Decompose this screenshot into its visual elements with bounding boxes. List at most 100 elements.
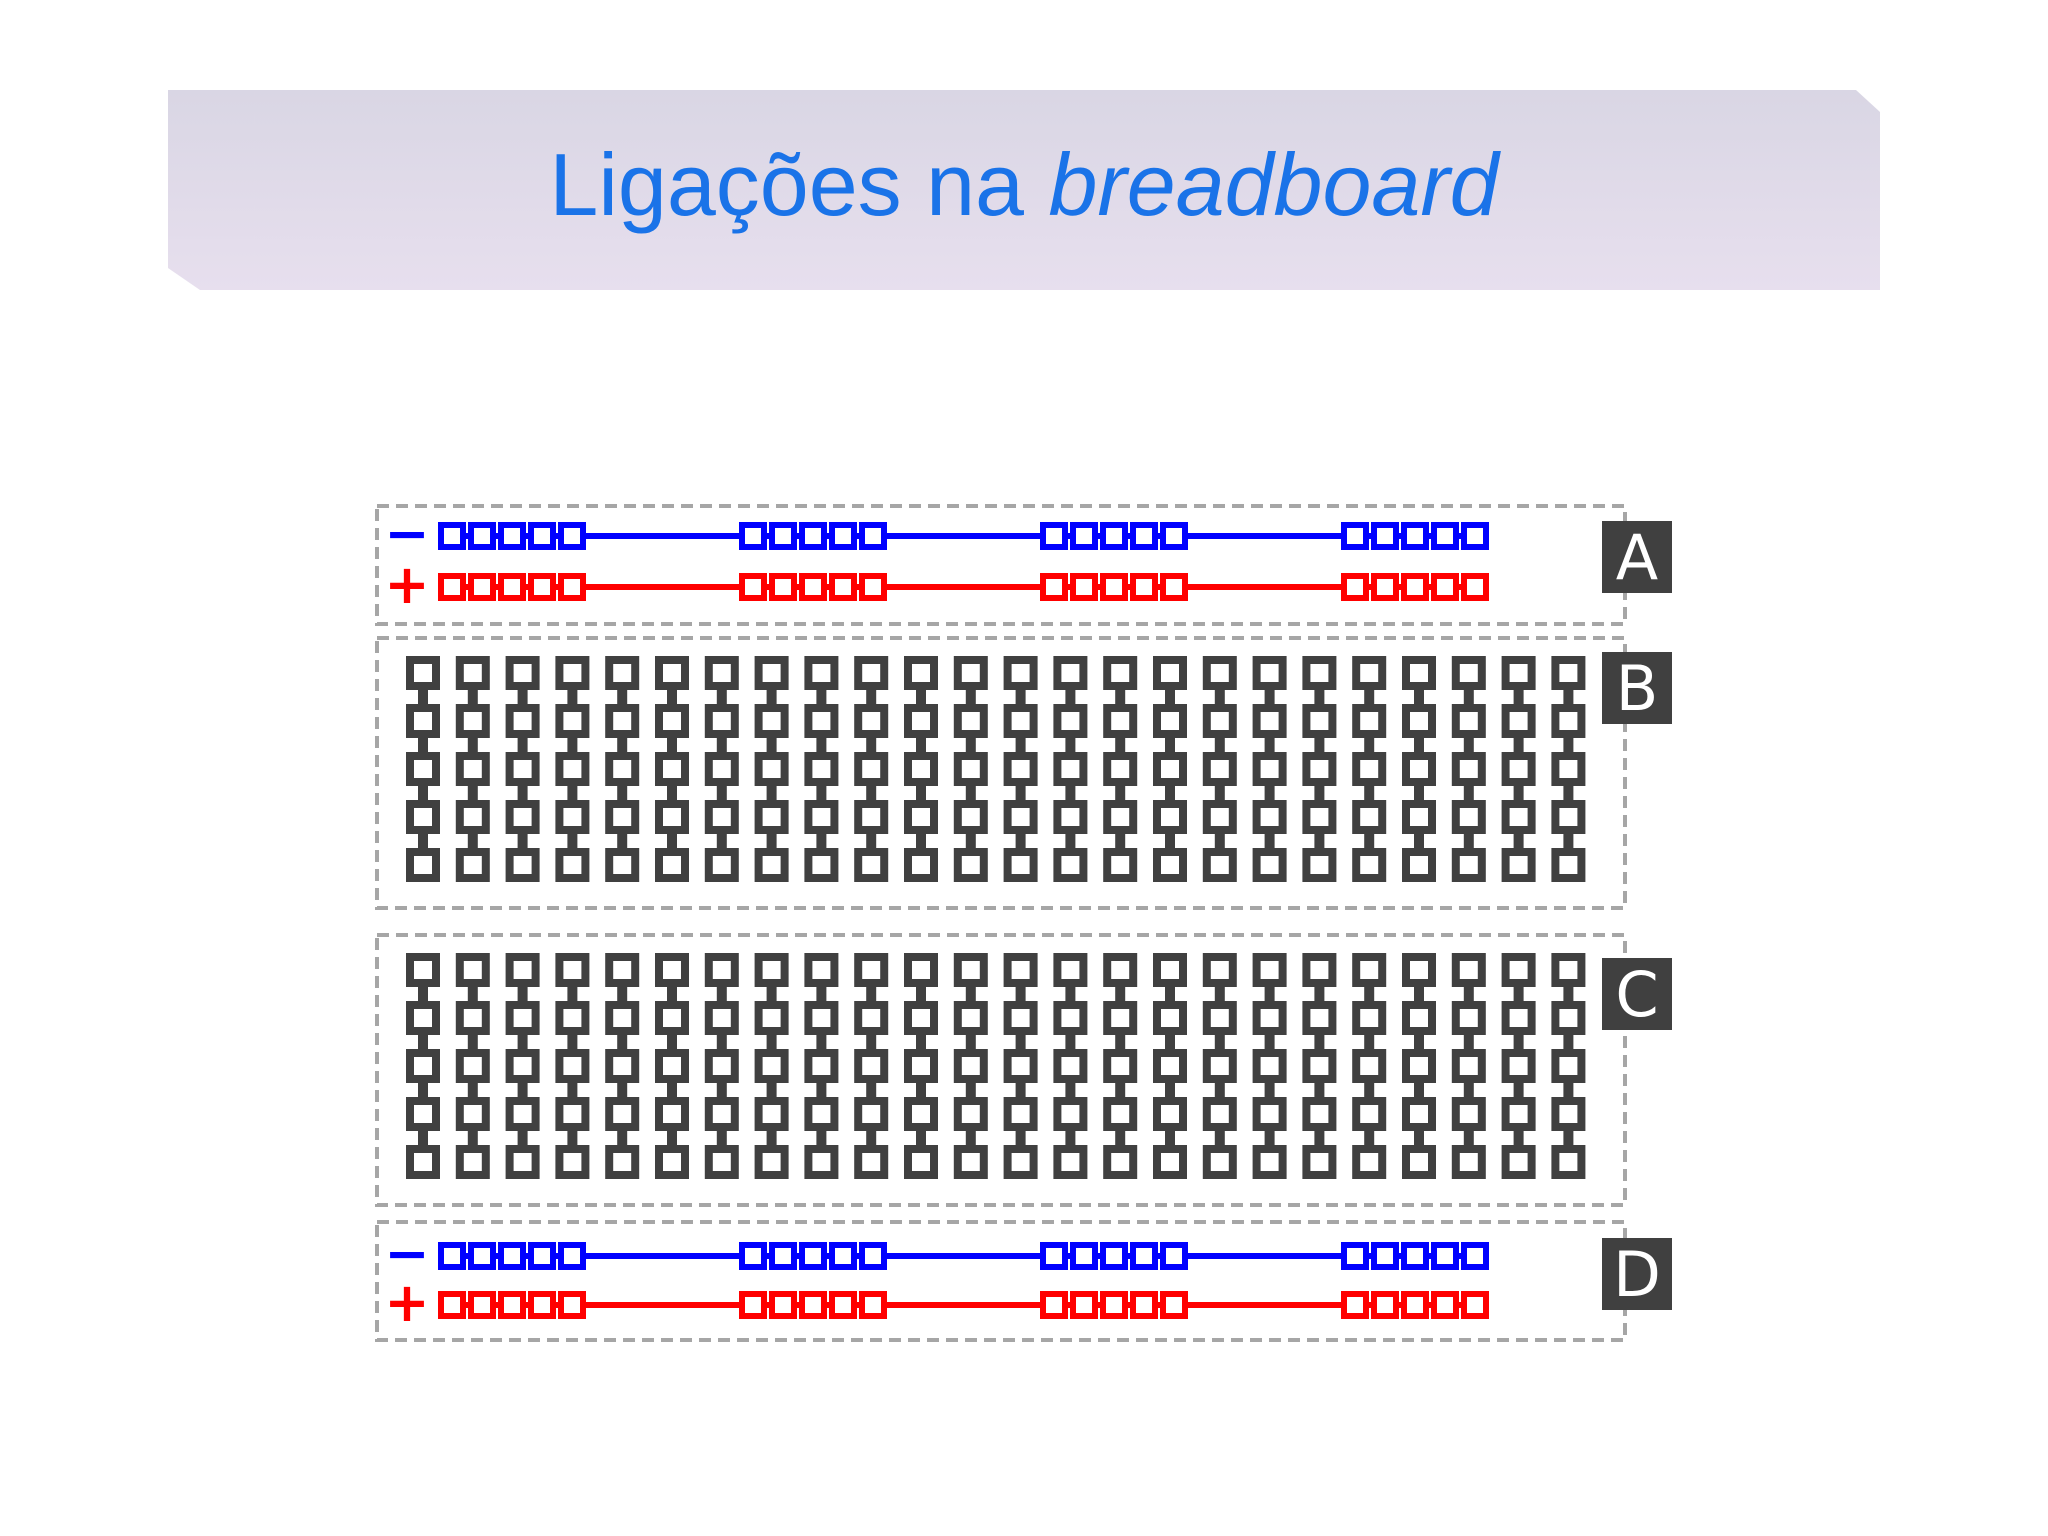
terminal-hole bbox=[754, 656, 789, 690]
rail-hole bbox=[769, 1242, 797, 1270]
slide-title: Ligações na breadboard bbox=[549, 141, 1498, 229]
terminal-hole bbox=[904, 752, 938, 786]
terminal-hole bbox=[505, 953, 540, 987]
rail-hole bbox=[1341, 1242, 1369, 1270]
terminal-hole bbox=[704, 656, 739, 690]
terminal-hole bbox=[804, 1001, 839, 1035]
terminal-hole bbox=[1252, 1049, 1287, 1083]
rail-hole bbox=[498, 1242, 526, 1270]
rail-hole bbox=[859, 1291, 887, 1319]
terminal-column bbox=[1053, 953, 1088, 1179]
terminal-hole bbox=[953, 752, 988, 786]
terminal-hole bbox=[1551, 1097, 1586, 1131]
section-label: A bbox=[1616, 521, 1658, 594]
title-banner: Ligações na breadboard bbox=[168, 90, 1880, 290]
rail-hole bbox=[1100, 522, 1128, 550]
rail-hole bbox=[1100, 1291, 1128, 1319]
terminal-hole bbox=[1451, 752, 1486, 786]
terminal-hole bbox=[406, 848, 440, 882]
terminal-hole bbox=[1352, 656, 1387, 690]
terminal-hole bbox=[1451, 1145, 1486, 1179]
terminal-hole bbox=[1352, 1145, 1387, 1179]
terminal-column bbox=[605, 656, 640, 882]
terminal-hole bbox=[555, 1097, 590, 1131]
terminal-hole bbox=[704, 1001, 739, 1035]
terminal-hole bbox=[555, 1049, 590, 1083]
terminal-hole bbox=[904, 800, 938, 834]
rail-hole bbox=[1040, 1291, 1068, 1319]
rail-hole bbox=[1100, 1242, 1128, 1270]
terminal-hole bbox=[1551, 752, 1586, 786]
terminal-hole bbox=[1302, 1001, 1337, 1035]
terminal-column bbox=[704, 953, 739, 1179]
terminal-hole bbox=[655, 656, 689, 690]
terminal-hole bbox=[854, 848, 889, 882]
rail-hole bbox=[829, 522, 857, 550]
terminal-hole bbox=[455, 1097, 490, 1131]
terminal-hole bbox=[1551, 704, 1586, 738]
terminal-hole bbox=[804, 1145, 839, 1179]
terminal-hole bbox=[555, 752, 590, 786]
rail-hole bbox=[1371, 1242, 1399, 1270]
terminal-hole bbox=[1053, 1097, 1088, 1131]
rail-hole bbox=[1341, 573, 1369, 601]
terminal-hole bbox=[854, 800, 889, 834]
terminal-hole bbox=[1451, 848, 1486, 882]
terminal-hole bbox=[555, 953, 590, 987]
terminal-hole bbox=[1302, 1145, 1337, 1179]
terminal-hole bbox=[1501, 752, 1536, 786]
terminal-hole bbox=[1352, 800, 1387, 834]
terminal-column bbox=[605, 953, 640, 1179]
terminal-hole bbox=[1103, 1001, 1138, 1035]
rail-hole bbox=[558, 573, 586, 601]
rail-hole bbox=[1401, 522, 1429, 550]
terminal-hole bbox=[1302, 704, 1337, 738]
terminal-hole bbox=[804, 1097, 839, 1131]
terminal-hole bbox=[754, 704, 789, 738]
section-frame bbox=[375, 1220, 1627, 1342]
terminal-hole bbox=[555, 1145, 590, 1179]
rail-hole bbox=[1341, 1291, 1369, 1319]
terminal-hole bbox=[406, 1145, 440, 1179]
terminal-hole bbox=[1402, 848, 1436, 882]
terminal-hole bbox=[555, 848, 590, 882]
terminal-hole bbox=[1551, 656, 1586, 690]
rail-hole bbox=[468, 573, 496, 601]
terminal-hole bbox=[505, 800, 540, 834]
terminal-hole bbox=[1352, 752, 1387, 786]
terminal-column bbox=[1402, 656, 1436, 882]
rail-hole bbox=[438, 1291, 466, 1319]
terminal-hole bbox=[953, 1145, 988, 1179]
terminal-hole bbox=[1302, 800, 1337, 834]
terminal-hole bbox=[804, 656, 839, 690]
rail-hole bbox=[739, 573, 767, 601]
minus-sign: − bbox=[384, 502, 429, 565]
terminal-hole bbox=[1402, 656, 1436, 690]
terminal-hole bbox=[1202, 704, 1237, 738]
terminal-hole bbox=[754, 1001, 789, 1035]
terminal-hole bbox=[704, 800, 739, 834]
rail-hole bbox=[1461, 1242, 1489, 1270]
rail-hole bbox=[1130, 1291, 1158, 1319]
terminal-hole bbox=[1402, 1145, 1436, 1179]
terminal-hole bbox=[1252, 800, 1287, 834]
terminal-hole bbox=[1352, 1001, 1387, 1035]
terminal-hole bbox=[455, 704, 490, 738]
rail-hole bbox=[438, 522, 466, 550]
terminal-hole bbox=[455, 1049, 490, 1083]
rail-hole bbox=[558, 522, 586, 550]
terminal-hole bbox=[1451, 1097, 1486, 1131]
terminal-hole bbox=[1252, 953, 1287, 987]
rail-hole bbox=[739, 1242, 767, 1270]
terminal-column bbox=[1003, 953, 1038, 1179]
terminal-hole bbox=[1003, 1097, 1038, 1131]
terminal-hole bbox=[455, 656, 490, 690]
terminal-hole bbox=[1402, 1097, 1436, 1131]
terminal-column bbox=[1252, 656, 1287, 882]
plus-sign: + bbox=[384, 553, 429, 616]
terminal-hole bbox=[605, 848, 640, 882]
rail-hole bbox=[1401, 1291, 1429, 1319]
terminal-hole bbox=[1451, 1049, 1486, 1083]
terminal-column bbox=[1153, 656, 1187, 882]
rail-hole bbox=[739, 522, 767, 550]
